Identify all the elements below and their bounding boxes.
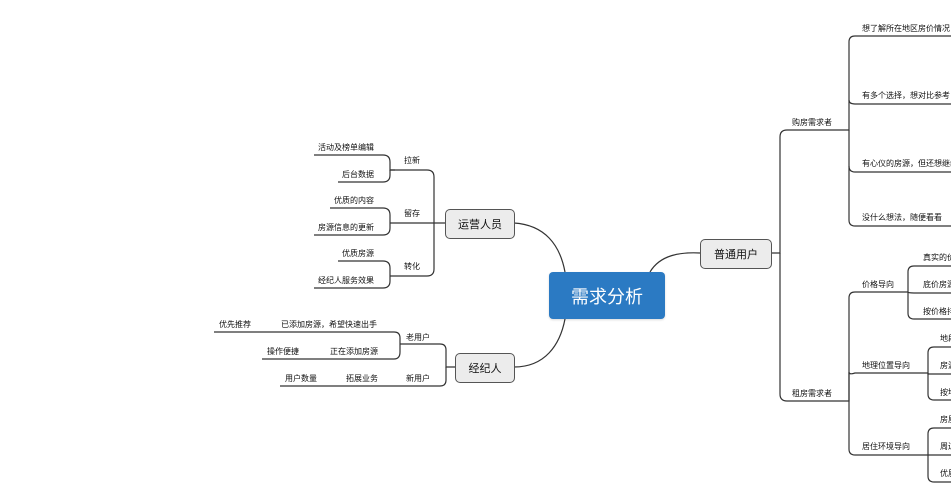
- root-node[interactable]: 需求分析: [549, 272, 665, 319]
- node-buy[interactable]: 购房需求者: [792, 118, 832, 127]
- node-rent-group-2[interactable]: 地理位置导向: [862, 361, 910, 370]
- node-buy-item[interactable]: 想了解所在地区房价情况: [862, 24, 950, 33]
- node-ops-group-1[interactable]: 拉新: [404, 156, 420, 165]
- connector: [900, 265, 951, 293]
- node-rent-group-3[interactable]: 居住环境导向: [862, 442, 910, 451]
- connector: [314, 223, 391, 236]
- node-agent-item[interactable]: 已添加房源，希望快速出手: [281, 320, 377, 329]
- node-rent-item[interactable]: 地段: [940, 334, 951, 343]
- connector: [848, 371, 914, 401]
- node-agent-subitem[interactable]: 操作便捷: [267, 347, 299, 356]
- node-ops[interactable]: 运营人员: [445, 209, 515, 239]
- connector: [914, 427, 951, 456]
- node-agent-item[interactable]: 拓展业务: [346, 374, 378, 383]
- node-ops-group-2[interactable]: 留存: [404, 209, 420, 218]
- connector: [848, 166, 951, 227]
- connector: [927, 455, 951, 483]
- node-ops-item[interactable]: 经纪人服务效果: [318, 276, 374, 285]
- connector: [325, 344, 401, 360]
- node-ops-item[interactable]: 房源信息的更新: [318, 223, 374, 232]
- node-user[interactable]: 普通用户: [700, 239, 772, 269]
- connector: [275, 331, 401, 344]
- connector: [330, 207, 391, 223]
- connector: [907, 291, 951, 294]
- node-ops-item[interactable]: 活动及榜单编辑: [318, 143, 374, 152]
- connector: [513, 318, 566, 368]
- connector: [314, 154, 395, 171]
- connector: [927, 373, 951, 375]
- node-rent-item[interactable]: 优质: [940, 469, 951, 478]
- node-buy-item[interactable]: 有心仪的房源，但还想继续看看: [862, 159, 951, 168]
- connector: [779, 253, 838, 402]
- node-agent-group-1[interactable]: 老用户: [406, 333, 430, 342]
- connector: [400, 367, 447, 387]
- node-ops-item[interactable]: 后台数据: [342, 170, 374, 179]
- node-agent-subitem[interactable]: 优先推荐: [219, 320, 251, 329]
- node-rent-item[interactable]: 底价房源: [923, 280, 951, 289]
- node-rent-item[interactable]: 房源位置: [940, 361, 951, 370]
- node-agent-item[interactable]: 正在添加房源: [330, 347, 378, 356]
- node-agent[interactable]: 经纪人: [455, 353, 515, 383]
- node-rent[interactable]: 租房需求者: [792, 389, 832, 398]
- connector: [848, 401, 914, 456]
- node-agent-group-2[interactable]: 新用户: [406, 374, 430, 383]
- node-rent-item[interactable]: 房屋: [940, 415, 951, 424]
- connector: [914, 346, 951, 374]
- node-buy-item[interactable]: 有多个选择，想对比参考: [862, 91, 950, 100]
- connector: [513, 222, 566, 273]
- connector: [771, 129, 838, 254]
- node-ops-item[interactable]: 优质房源: [342, 249, 374, 258]
- connector: [390, 223, 435, 277]
- connector: [390, 169, 445, 224]
- connector: [338, 170, 391, 183]
- connector: [838, 35, 951, 131]
- node-rent-item[interactable]: 按地图找房: [940, 388, 951, 397]
- connector: [927, 373, 951, 401]
- node-rent-item[interactable]: 按价格排序: [923, 307, 951, 316]
- connector: [838, 291, 900, 402]
- node-ops-item[interactable]: 优质的内容: [334, 196, 374, 205]
- connector: [338, 260, 391, 276]
- connector: [907, 292, 951, 320]
- connector: [848, 99, 951, 105]
- node-rent-group-1[interactable]: 价格导向: [862, 280, 894, 289]
- node-ops-group-3[interactable]: 转化: [404, 262, 420, 271]
- node-agent-subitem[interactable]: 用户数量: [285, 374, 317, 383]
- node-rent-item[interactable]: 真实的价格: [923, 253, 951, 262]
- node-rent-item[interactable]: 周边: [940, 442, 951, 451]
- connector: [314, 276, 391, 289]
- connector: [649, 252, 701, 273]
- connector: [400, 343, 455, 368]
- node-buy-item[interactable]: 没什么想法，随便看看: [862, 213, 942, 222]
